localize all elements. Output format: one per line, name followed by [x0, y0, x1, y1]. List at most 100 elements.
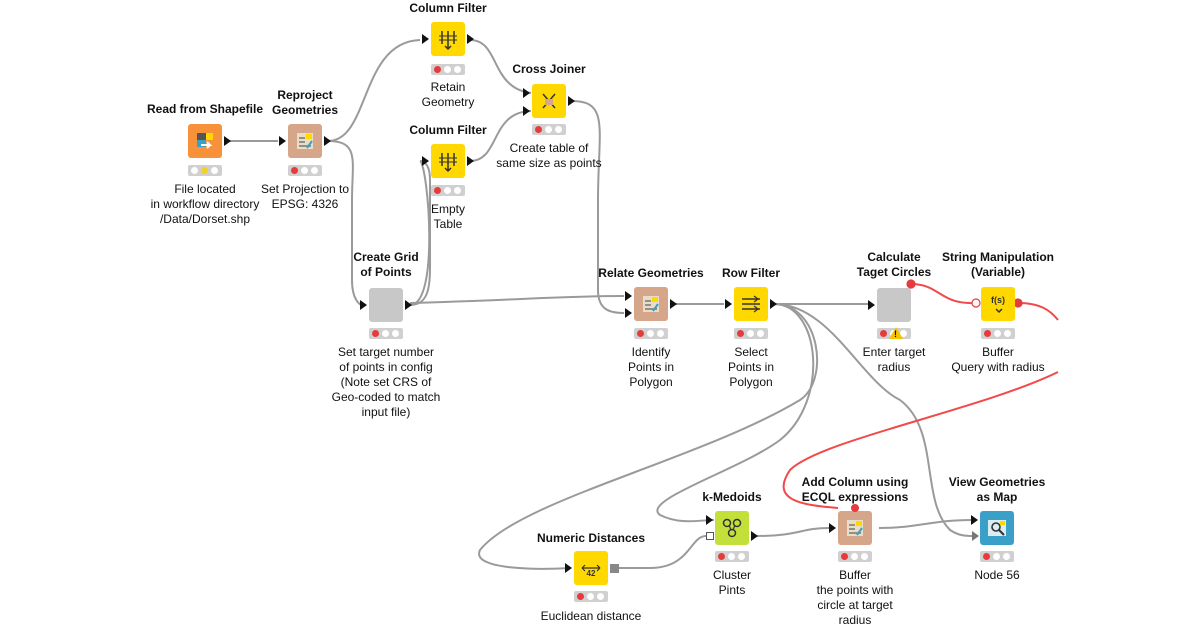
- geo-relate-icon[interactable]: [634, 287, 668, 321]
- node-title: Add Column using ECQL expressions: [801, 475, 909, 504]
- output-port[interactable]: [568, 96, 575, 106]
- input-port[interactable]: [706, 515, 713, 525]
- data-connection[interactable]: [878, 519, 973, 529]
- distance-output-port[interactable]: [610, 564, 619, 573]
- input-port[interactable]: [868, 300, 875, 310]
- row-filter-icon[interactable]: [734, 287, 768, 321]
- distance-input-port[interactable]: [706, 532, 714, 540]
- data-connection[interactable]: [611, 535, 707, 569]
- node-title: Calculate Taget Circles: [856, 250, 932, 279]
- warning-mark: !: [894, 329, 897, 339]
- input-port-top[interactable]: [523, 88, 530, 98]
- node-description[interactable]: Select Points in Polygon: [727, 345, 775, 389]
- data-connection[interactable]: [409, 160, 431, 306]
- cross-join-icon[interactable]: [532, 84, 566, 118]
- node-title: Cross Joiner: [512, 62, 586, 76]
- output-port[interactable]: [467, 34, 474, 44]
- node-title: Column Filter: [409, 123, 487, 137]
- flow-variable-connection[interactable]: [782, 371, 1059, 509]
- node-description[interactable]: Retain Geometry: [421, 80, 475, 109]
- flow-variable-output-port[interactable]: [906, 279, 916, 289]
- status-traffic-light: [288, 165, 322, 176]
- input-port[interactable]: [829, 523, 836, 533]
- data-connection[interactable]: [773, 303, 973, 538]
- node-description[interactable]: Empty Table: [430, 202, 465, 231]
- flow-variable-input-port[interactable]: [971, 298, 981, 308]
- node-title: String Manipulation (Variable): [942, 250, 1054, 279]
- input-port[interactable]: [725, 299, 732, 309]
- input-port-bottom[interactable]: [523, 106, 530, 116]
- status-traffic-light: [431, 64, 465, 75]
- data-connection[interactable]: [656, 303, 815, 523]
- distance-icon[interactable]: 42: [574, 551, 608, 585]
- node-title: Create Grid of Points: [353, 250, 419, 279]
- input-port[interactable]: [422, 34, 429, 44]
- node-description[interactable]: Set Projection to EPSG: 4326: [260, 182, 350, 211]
- output-port[interactable]: [405, 300, 412, 310]
- flow-variable-output-port[interactable]: [1013, 298, 1023, 308]
- input-port[interactable]: [971, 515, 978, 525]
- data-connection[interactable]: [409, 159, 432, 306]
- node-title: Numeric Distances: [536, 531, 646, 545]
- data-connection[interactable]: [469, 39, 532, 94]
- node-description[interactable]: Identify Points in Polygon: [627, 345, 675, 389]
- node-title: View Geometries as Map: [948, 475, 1046, 504]
- warning-icon: [889, 327, 903, 339]
- status-traffic-light: [634, 328, 668, 339]
- data-connection[interactable]: [409, 295, 625, 304]
- node-description[interactable]: Euclidean distance: [540, 609, 642, 623]
- data-connection[interactable]: [478, 303, 819, 570]
- node-description[interactable]: Cluster Pints: [712, 568, 751, 597]
- flow-variable-input-port[interactable]: [851, 504, 859, 512]
- node-description[interactable]: Enter target radius: [862, 345, 926, 374]
- optional-input-port[interactable]: [972, 531, 979, 541]
- data-connection[interactable]: [327, 140, 363, 306]
- status-traffic-light: [980, 551, 1014, 562]
- node-description[interactable]: Set target number of points in config (N…: [331, 345, 441, 419]
- node-title: Reproject Geometries: [271, 88, 339, 117]
- node-title: Row Filter: [721, 266, 780, 280]
- icon-label: 42: [586, 569, 596, 578]
- output-port[interactable]: [224, 136, 231, 146]
- input-port[interactable]: [279, 136, 286, 146]
- input-port[interactable]: [565, 563, 572, 573]
- metanode-icon[interactable]: [369, 288, 403, 322]
- node-title: Read from Shapefile: [146, 102, 264, 116]
- flow-variable-connection[interactable]: [910, 283, 977, 305]
- node-title: Column Filter: [409, 1, 487, 15]
- string-function-icon[interactable]: f(s): [981, 287, 1015, 321]
- map-view-icon[interactable]: [980, 511, 1014, 545]
- output-port[interactable]: [670, 299, 677, 309]
- output-port[interactable]: [324, 136, 331, 146]
- data-connection[interactable]: [571, 100, 625, 314]
- geo-ecql-icon[interactable]: [838, 511, 872, 545]
- status-traffic-light: [574, 591, 608, 602]
- node-title: Relate Geometries: [598, 266, 704, 280]
- file-reader-icon[interactable]: [188, 124, 222, 158]
- column-filter-icon[interactable]: [431, 22, 465, 56]
- metanode-icon[interactable]: [877, 288, 911, 322]
- node-description[interactable]: Buffer Query with radius: [951, 345, 1045, 374]
- output-port[interactable]: [467, 156, 474, 166]
- column-filter-icon[interactable]: [431, 144, 465, 178]
- node-description[interactable]: Node 56: [974, 568, 1020, 582]
- node-description[interactable]: Buffer the points with circle at target …: [816, 568, 894, 627]
- status-traffic-light: [431, 185, 465, 196]
- flow-variable-connection[interactable]: [1017, 302, 1059, 321]
- geo-transform-icon[interactable]: [288, 124, 322, 158]
- input-port[interactable]: [360, 300, 367, 310]
- cluster-icon[interactable]: [715, 511, 749, 545]
- node-description[interactable]: Create table of same size as points: [496, 141, 602, 170]
- input-port[interactable]: [422, 156, 429, 166]
- icon-label: f(s): [991, 295, 1005, 305]
- data-connection[interactable]: [469, 110, 532, 162]
- data-connection[interactable]: [327, 39, 421, 142]
- input-port-top[interactable]: [625, 291, 632, 301]
- output-port[interactable]: [770, 299, 777, 309]
- output-port[interactable]: [751, 531, 758, 541]
- input-port-bottom[interactable]: [625, 308, 632, 318]
- data-connection[interactable]: [755, 527, 830, 537]
- node-description[interactable]: File located in workflow directory /Data…: [150, 182, 260, 226]
- status-traffic-light: [734, 328, 768, 339]
